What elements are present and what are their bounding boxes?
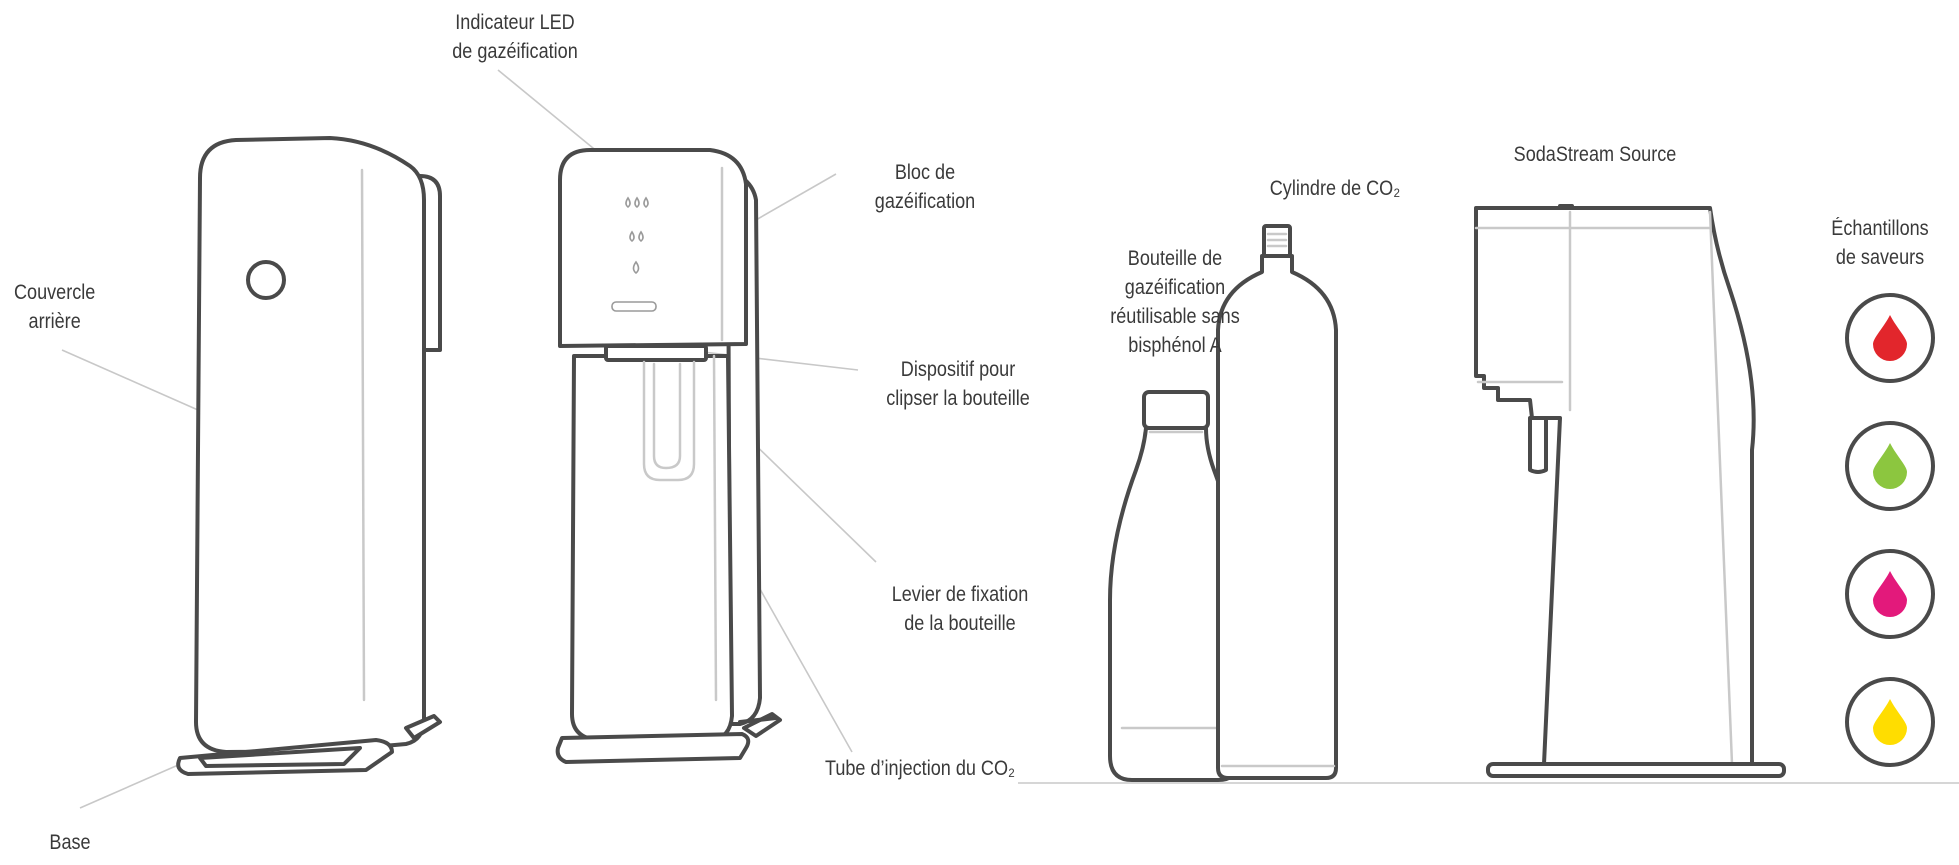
back-view-highlight [360, 168, 366, 702]
two-drops-icon [629, 230, 644, 243]
leader-base [79, 761, 186, 809]
bottle-clip [604, 344, 708, 362]
led-bar-icon [611, 301, 657, 312]
leader-led [497, 69, 611, 163]
front-view-body-highlight [712, 354, 718, 702]
leader-back-cover [61, 349, 199, 411]
red-drop-icon [1873, 315, 1907, 361]
carbonation-bottle [1108, 390, 1242, 782]
source-rear-highlight [1708, 210, 1734, 766]
sodastream-source-label: SodaStream Source [1513, 143, 1677, 166]
bottle-lever-outer [642, 360, 696, 482]
flavor-sample-pink-drop [1845, 549, 1935, 639]
source-base [1486, 762, 1786, 778]
sodastream-source-side [1474, 204, 1786, 778]
base-label: Base [49, 831, 91, 854]
back-cover-body [194, 136, 426, 754]
single-drop-icon [632, 260, 640, 275]
back-view-button [246, 260, 286, 300]
cylinder-body [1216, 254, 1338, 780]
flavor-sample-red-drop [1845, 293, 1935, 383]
front-view-base [555, 732, 751, 764]
back-view-foot-rear [404, 714, 442, 740]
front-view-foot-side [742, 712, 782, 738]
bottle-body [1108, 426, 1242, 782]
green-drop-icon [1873, 443, 1907, 489]
back-view-base-inner [198, 746, 362, 768]
machine-front-view [555, 148, 782, 764]
flavor-sample-green-drop [1845, 421, 1935, 511]
carbonation-block [558, 148, 748, 348]
co2-cylinder [1216, 224, 1338, 780]
led-indicator-icons [611, 196, 657, 312]
co2-cylinder-label: Cylindre de CO₂ [1269, 177, 1401, 200]
source-body-outline [1474, 206, 1756, 766]
front-view-body [570, 354, 734, 742]
three-drops-icon [625, 196, 649, 209]
flavor-sample-yellow-drop [1845, 677, 1935, 767]
bottle-cap [1142, 390, 1210, 430]
co2-tube-label: Tube d’injection du CO₂ [824, 757, 1016, 780]
co2-tube [652, 362, 682, 470]
flavor-samples [1845, 293, 1935, 767]
machine-back-view [176, 136, 442, 776]
pink-drop-icon [1873, 571, 1907, 617]
yellow-drop-icon [1873, 699, 1907, 745]
source-nozzle [1528, 416, 1548, 474]
